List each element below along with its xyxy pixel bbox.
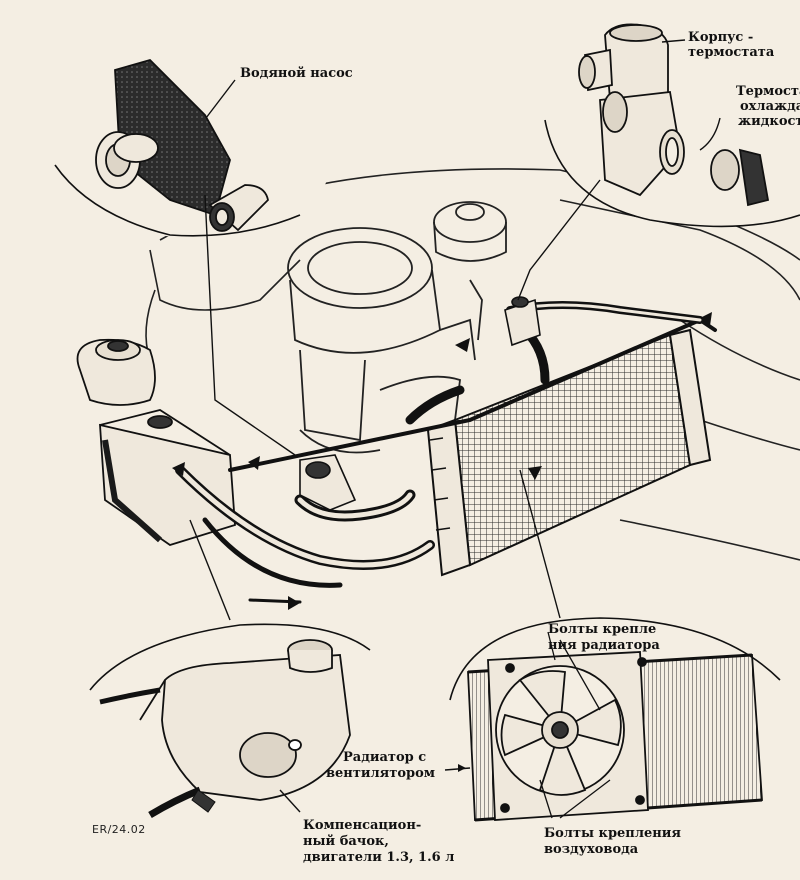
callout-expansion-tank (89, 519, 371, 819)
label-thermostat-line3: жидкости (738, 114, 800, 129)
label-expansion-tank-line2: ный бачок, (303, 834, 389, 849)
label-expansion-tank-line1: Компенсацион- (303, 818, 422, 833)
label-thermostat-line2: охлаждаю (740, 99, 800, 114)
label-radiator-fan-line2: вентилятором (326, 766, 436, 781)
engine-block (287, 201, 507, 454)
callout-radiator-fan (444, 469, 781, 860)
label-expansion-tank-line3: двигатели 1.3, 1.6 л (303, 850, 455, 865)
label-radiator-bolts-line1: Болты крепле (548, 622, 657, 637)
label-thermostat-line1: Термостат (736, 84, 800, 99)
flow-arrows (172, 312, 712, 610)
label-duct-bolts-line1: Болты крепления (544, 826, 682, 841)
label-radiator-bolts-line2: ния радиатора (548, 638, 660, 653)
figure-code: ER/24.02 (92, 823, 146, 836)
callout-thermostat (517, 0, 800, 301)
label-water-pump: Водяной насос (240, 66, 353, 81)
callout-water-pump (54, 58, 331, 456)
label-thermostat-housing-line2: термостата (688, 45, 775, 60)
label-thermostat-housing-line1: Корпус - (688, 30, 754, 45)
radiator-main (426, 328, 712, 577)
water-pump-main (299, 454, 357, 511)
thermostat-housing-main (504, 296, 541, 347)
expansion-tank-main (76, 338, 236, 546)
label-duct-bolts-line2: воздуховода (544, 842, 639, 857)
label-radiator-fan-line1: Радиатор с (343, 750, 427, 765)
